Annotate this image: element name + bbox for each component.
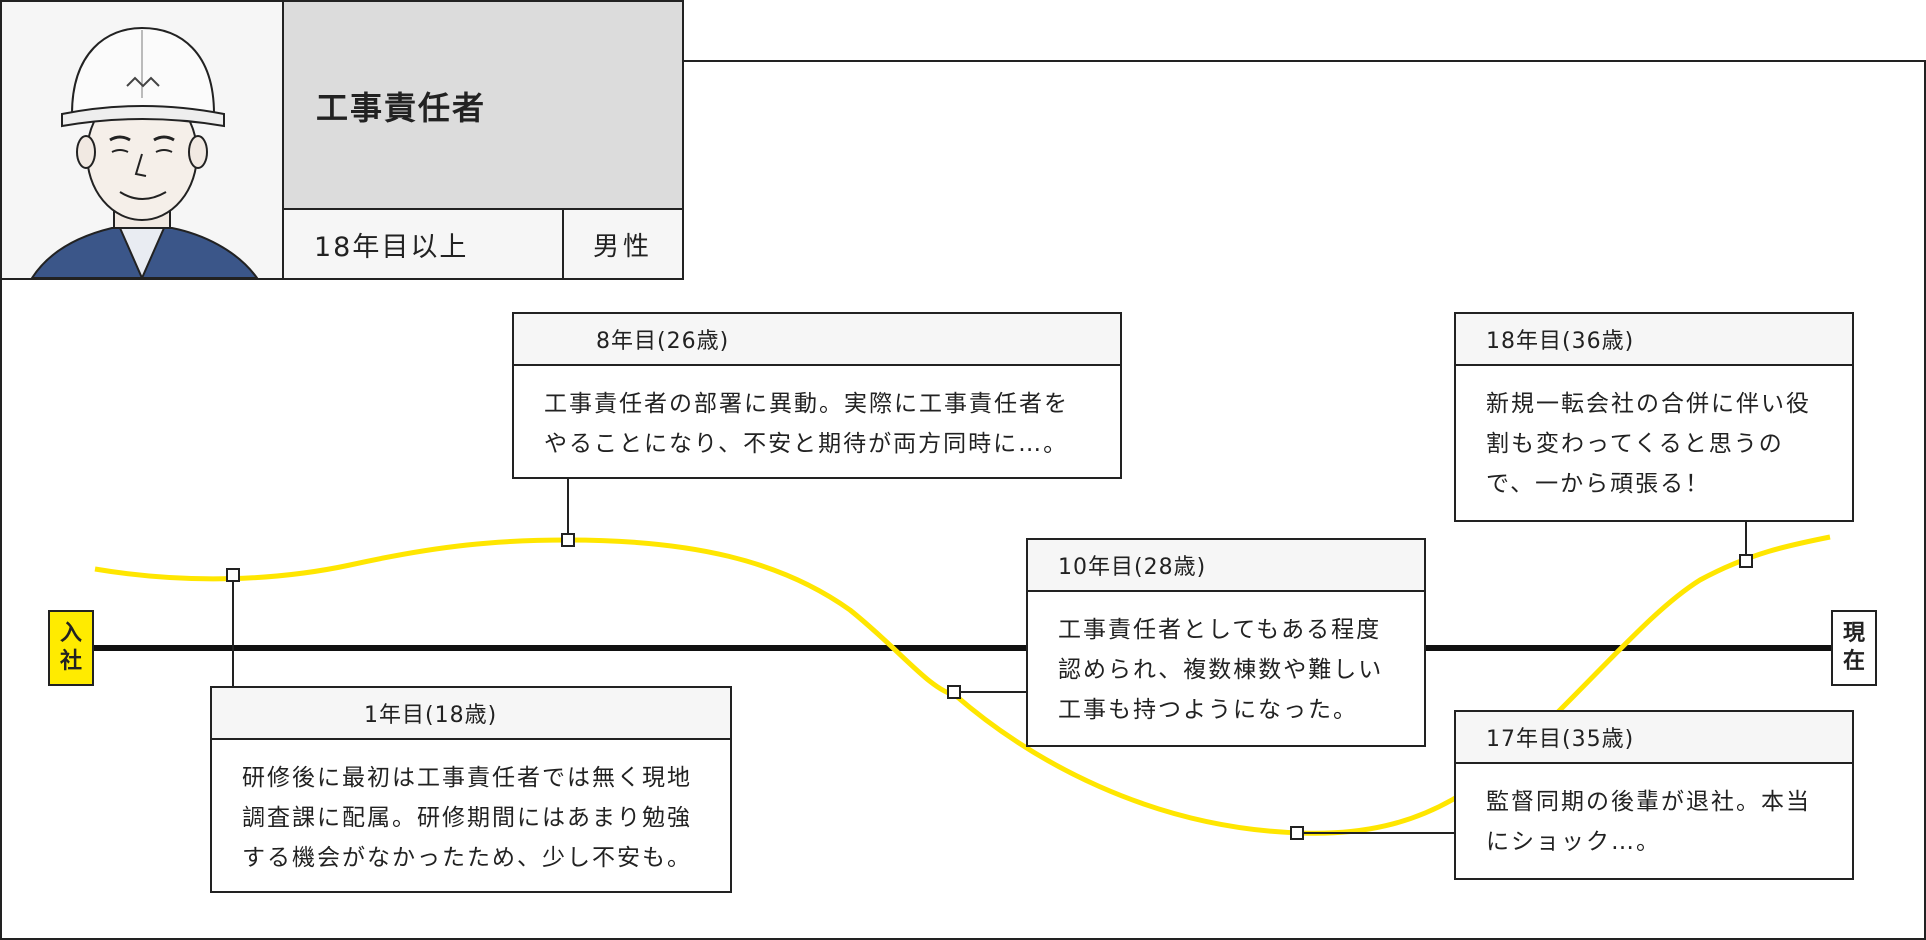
event-card-header: 1年目(18歳) — [212, 688, 730, 740]
start-label-char-1: 入 — [59, 621, 82, 646]
event-header-text: 8年目(26歳) — [596, 329, 730, 354]
event-card-header: 17年目(35歳) — [1456, 712, 1852, 764]
event-line: 工事も持つようになった。 — [1058, 697, 1358, 723]
event-card-header: 8年目(26歳) — [514, 314, 1120, 366]
marker-4 — [1290, 826, 1304, 840]
event-card-body: 研修後に最初は工事責任者では無く現地 調査課に配属。研修期間にはあまり勉強 する… — [242, 758, 710, 878]
years-cell: 18年目以上 — [284, 210, 564, 278]
event-card-body: 工事責任者の部署に異動。実際に工事責任者を やることになり、不安と期待が両方同時… — [544, 384, 1100, 464]
event-card-5: 18年目(36歳) 新規一転会社の合併に伴い役 割も変わってくると思うの で、一… — [1454, 312, 1854, 522]
event-card-header: 10年目(28歳) — [1028, 540, 1424, 592]
event-card-3: 10年目(28歳) 工事責任者としてもある程度 認められ、複数棟数や難しい 工事… — [1026, 538, 1426, 747]
event-line: 新規一転会社の合併に伴い役 — [1486, 391, 1811, 417]
event-card-body: 新規一転会社の合併に伴い役 割も変わってくると思うの で、一から頑張る！ — [1486, 384, 1832, 504]
event-card-1: 1年目(18歳) 研修後に最初は工事責任者では無く現地 調査課に配属。研修期間に… — [210, 686, 732, 893]
event-card-header: 18年目(36歳) — [1456, 314, 1852, 366]
event-line: 割も変わってくると思うの — [1486, 431, 1784, 457]
end-label: 現 在 — [1831, 610, 1877, 686]
role-title: 工事責任者 — [316, 89, 487, 127]
event-card-body: 工事責任者としてもある程度 認められ、複数棟数や難しい 工事も持つようになった。 — [1058, 610, 1404, 730]
event-line: 調査課に配属。研修期間にはあまり勉強 — [242, 805, 692, 831]
marker-3 — [947, 685, 961, 699]
marker-2 — [561, 533, 575, 547]
role-title-cell: 工事責任者 — [284, 2, 682, 210]
event-line: 認められ、複数棟数や難しい — [1058, 657, 1384, 683]
event-line: する機会がなかったため、少し不安も。 — [242, 845, 692, 871]
event-line: やることになり、不安と期待が両方同時に…。 — [544, 431, 1069, 457]
event-line: 研修後に最初は工事責任者では無く現地 — [242, 765, 692, 791]
event-line: にショック…。 — [1486, 829, 1661, 855]
start-label: 入 社 — [48, 610, 94, 686]
marker-5 — [1739, 554, 1753, 568]
event-card-4: 17年目(35歳) 監督同期の後輩が退社。本当 にショック…。 — [1454, 710, 1854, 880]
marker-1 — [226, 568, 240, 582]
years-of-service: 18年目以上 — [314, 231, 469, 263]
gender: 男性 — [592, 231, 653, 262]
event-header-text: 17年目(35歳) — [1486, 727, 1635, 752]
event-header-text: 10年目(28歳) — [1058, 555, 1207, 580]
profile-card: 工事責任者 18年目以上 男性 — [0, 0, 684, 280]
worker-illustration — [30, 26, 259, 278]
avatar — [2, 2, 284, 278]
event-line: 監督同期の後輩が退社。本当 — [1486, 789, 1811, 815]
gender-cell: 男性 — [564, 210, 682, 278]
event-header-text: 18年目(36歳) — [1486, 329, 1635, 354]
event-header-text: 1年目(18歳) — [364, 703, 498, 728]
end-label-char-1: 現 — [1842, 621, 1865, 646]
event-card-2: 8年目(26歳) 工事責任者の部署に異動。実際に工事責任者を やることになり、不… — [512, 312, 1122, 479]
event-line: 工事責任者としてもある程度 — [1058, 617, 1382, 643]
end-label-char-2: 在 — [1842, 649, 1865, 674]
event-line: 工事責任者の部署に異動。実際に工事責任者を — [544, 391, 1069, 417]
event-line: で、一から頑張る！ — [1486, 471, 1711, 497]
start-label-char-2: 社 — [59, 649, 82, 674]
event-card-body: 監督同期の後輩が退社。本当 にショック…。 — [1486, 782, 1832, 862]
